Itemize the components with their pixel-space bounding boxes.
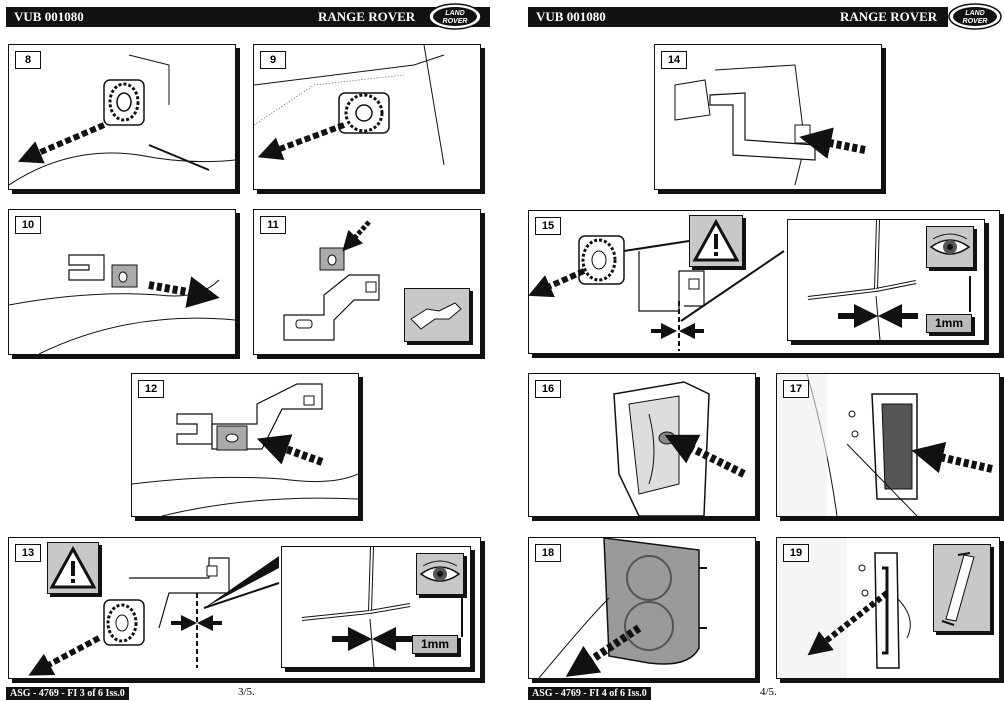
- step-panel-11: 11: [253, 209, 481, 355]
- illustration-lamp-lens: [538, 538, 707, 678]
- step-number: 8: [15, 51, 41, 69]
- step-number: 18: [535, 544, 561, 562]
- illustration-knob-pull: [254, 45, 445, 166]
- land-rover-logo: LAND ROVER: [948, 3, 1002, 30]
- warning-icon: [49, 545, 97, 589]
- step-number: 13: [15, 544, 41, 562]
- page-number-left: 3/5.: [238, 686, 255, 698]
- step-panel-18: 18: [528, 537, 756, 679]
- measurement-inset: 1mm: [787, 219, 985, 341]
- step-panel-9: 9: [253, 44, 481, 190]
- step-panel-8: 8: [8, 44, 236, 190]
- illustration-bracket-clip: [283, 220, 380, 341]
- eye-icon: [419, 560, 461, 582]
- land-rover-logo: LAND ROVER: [428, 3, 482, 30]
- step-panel-14: 14: [654, 44, 882, 190]
- logo-line2: ROVER: [443, 18, 468, 25]
- warning-tile: [47, 542, 99, 594]
- step-panel-17: 17: [776, 373, 1000, 517]
- step-panel-15: 15: [528, 210, 1000, 354]
- eye-tile: [926, 226, 974, 268]
- step-number: 11: [260, 216, 286, 234]
- illustration-knob-refit: [28, 556, 280, 676]
- step-panel-19: 19: [776, 537, 1000, 679]
- step-number: 14: [661, 51, 687, 69]
- step-panel-12: 12: [131, 373, 359, 517]
- header-bar-left: VUB 001080 RANGE ROVER: [6, 7, 490, 27]
- step-panel-16: 16: [528, 373, 756, 517]
- step-number: 10: [15, 216, 41, 234]
- bracket-detail-inset: [404, 288, 470, 342]
- page-number-right: 4/5.: [760, 686, 777, 698]
- footer-ref-left: ASG - 4769 - FI 3 of 6 Iss.0: [6, 687, 129, 700]
- bracket-detail-inset: [933, 544, 991, 632]
- illustration-bracket-fit: [132, 383, 358, 516]
- illustration-lamp-housing: [613, 381, 746, 516]
- header-title: RANGE ROVER: [840, 9, 938, 24]
- header-code: VUB 001080: [536, 9, 606, 24]
- step-panel-10: 10: [8, 209, 236, 355]
- step-number: 12: [138, 380, 164, 398]
- eye-tile: [416, 553, 464, 595]
- step-number: 19: [783, 544, 809, 562]
- warning-icon: [692, 218, 740, 262]
- measurement-label: 1mm: [926, 314, 972, 333]
- logo-line1: LAND: [445, 10, 464, 17]
- footer-ref-right: ASG - 4769 - FI 4 of 6 Iss.0: [528, 687, 651, 700]
- illustration-lamp-cluster: [777, 374, 993, 516]
- step-number: 15: [535, 217, 561, 235]
- logo-line2: ROVER: [963, 18, 988, 25]
- step-number: 9: [260, 51, 286, 69]
- measurement-inset: 1mm: [281, 546, 471, 668]
- header-code: VUB 001080: [14, 9, 84, 24]
- eye-icon: [929, 233, 971, 255]
- step-panel-13: 13: [8, 537, 481, 679]
- illustration-knob-gap: [529, 235, 785, 351]
- logo-line1: LAND: [965, 10, 984, 17]
- illustration-clip-slide: [9, 254, 235, 354]
- measurement-label: 1mm: [412, 635, 458, 654]
- illustration-bracket-install: [674, 64, 866, 186]
- header-bar-right: VUB 001080 RANGE ROVER: [528, 7, 948, 27]
- step-number: 16: [535, 380, 561, 398]
- warning-tile: [689, 215, 743, 267]
- illustration-knob-removal: [9, 54, 235, 186]
- step-number: 17: [783, 380, 809, 398]
- header-title: RANGE ROVER: [318, 9, 416, 24]
